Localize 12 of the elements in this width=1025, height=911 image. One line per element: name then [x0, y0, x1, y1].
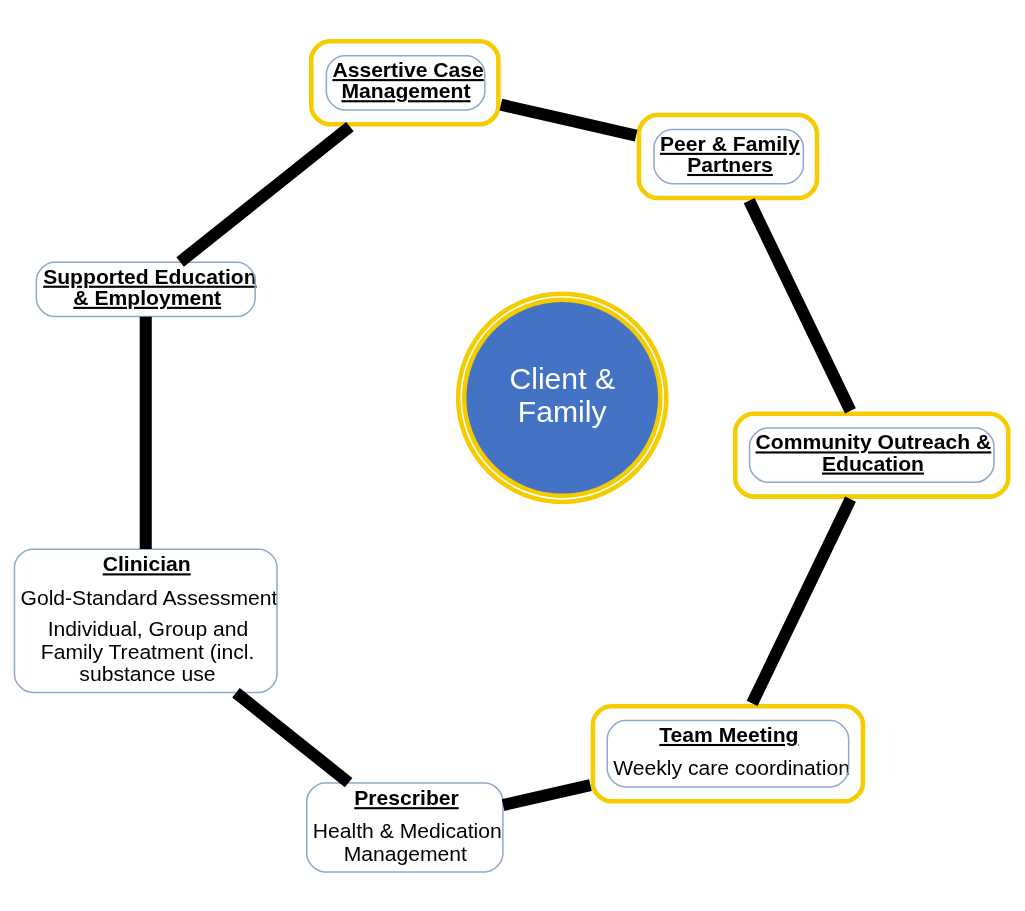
connector	[499, 98, 638, 142]
connector	[746, 496, 856, 707]
node-box: Assertive Case Management	[309, 39, 501, 127]
connector	[743, 197, 856, 414]
node-box: Peer & Family Partners	[636, 112, 820, 201]
connector	[232, 688, 353, 788]
node-box: Community Outreach & Education	[732, 411, 1011, 499]
node-circle: Client & Family	[455, 291, 669, 505]
connector	[139, 316, 152, 549]
connector	[176, 121, 354, 267]
node-box: Team Meeting Weekly care coordination	[590, 703, 866, 804]
connector	[501, 779, 592, 811]
